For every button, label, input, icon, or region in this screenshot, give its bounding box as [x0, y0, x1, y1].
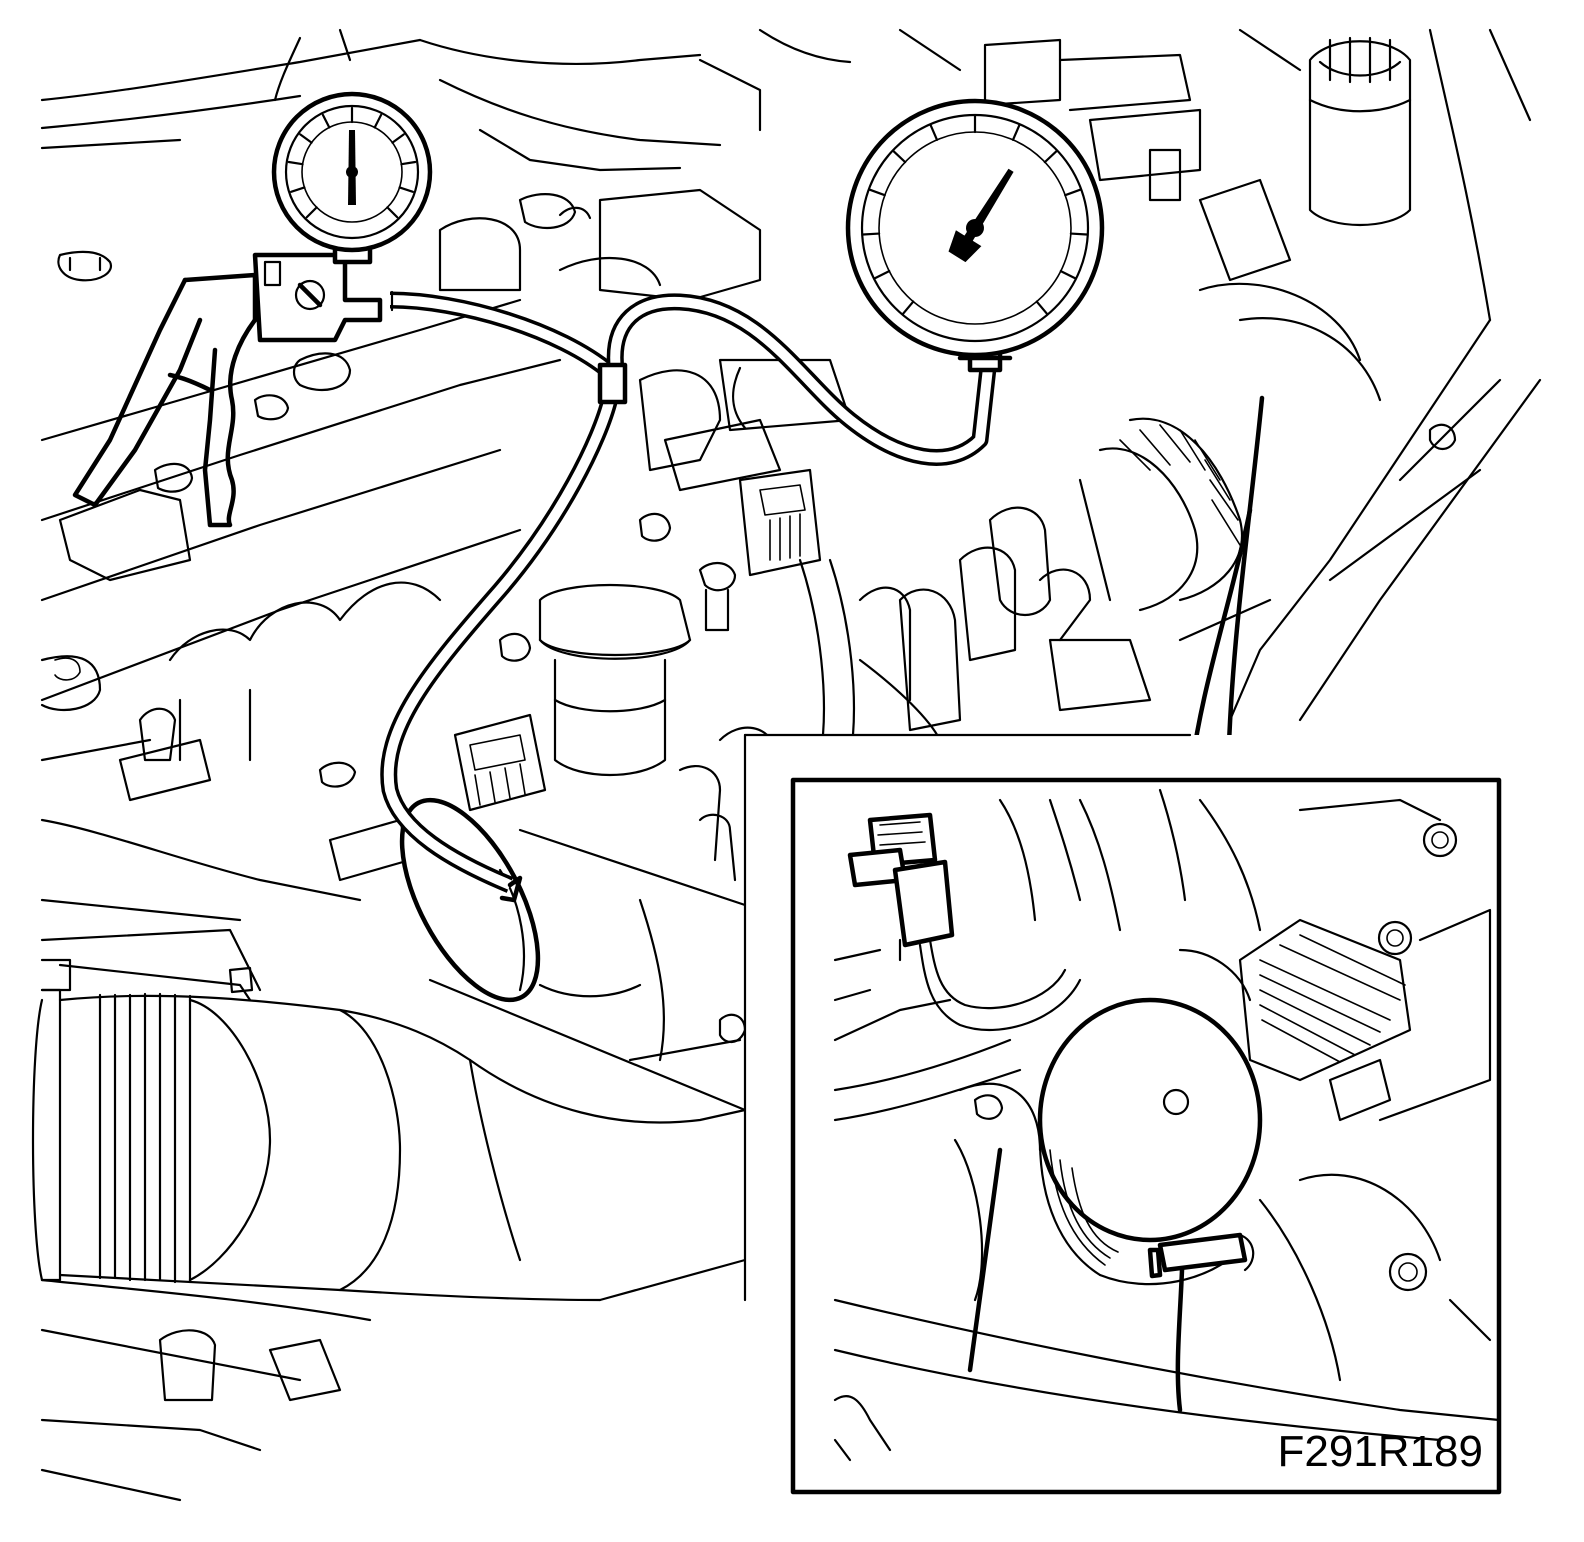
gauge-tick	[892, 150, 907, 164]
figure-id-label: F291R189	[1277, 1427, 1483, 1476]
gauge-tick	[400, 160, 417, 166]
test-hoses	[380, 290, 997, 903]
gauge-tick	[862, 232, 881, 236]
gauge-tick	[873, 269, 891, 280]
gauge-tick	[1011, 124, 1021, 141]
gauge-tick	[929, 124, 939, 141]
gauge-tick	[373, 113, 383, 129]
gauge-tick	[1043, 150, 1058, 164]
gauge-tick	[305, 206, 318, 219]
detail-callout-leader	[1187, 395, 1265, 783]
fuel-filter	[399, 797, 747, 1112]
left-gauge-dial	[271, 91, 433, 253]
gauge-tick	[391, 133, 405, 144]
gauge-tick	[1059, 269, 1077, 280]
gauge-tick	[1069, 232, 1088, 236]
gauge-tick	[290, 186, 306, 193]
right-pressure-gauge	[845, 98, 1105, 373]
left-gauge-needle	[346, 130, 358, 205]
gauge-tick	[398, 186, 414, 193]
engine-background-lines	[31, 28, 1542, 1502]
gauge-tick	[299, 133, 313, 144]
gauge-tick	[868, 188, 886, 197]
gauge-tick	[901, 300, 915, 315]
gauge-tick	[321, 113, 331, 129]
left-pressure-gauge	[72, 91, 433, 528]
gauge-tick	[386, 206, 399, 219]
gauge-tick	[1064, 188, 1082, 197]
gauge-tick	[287, 160, 304, 166]
gauge-tick	[1035, 300, 1049, 315]
right-gauge-needle	[948, 168, 1014, 263]
detail-inset	[743, 733, 1545, 1505]
